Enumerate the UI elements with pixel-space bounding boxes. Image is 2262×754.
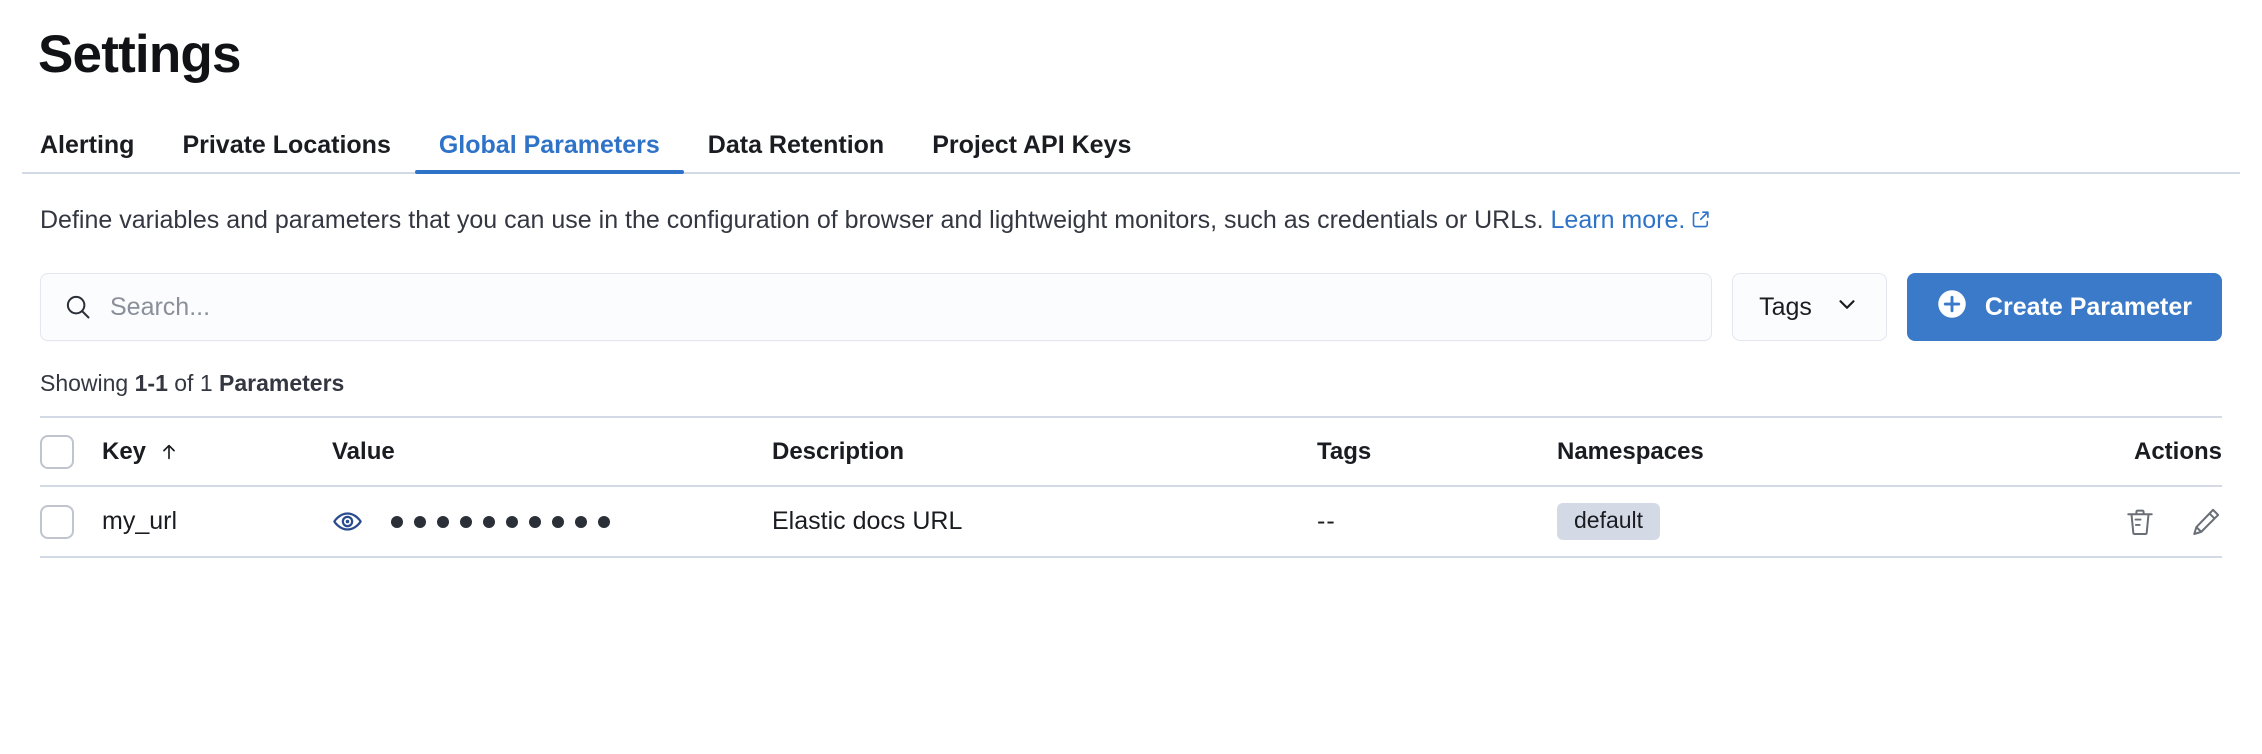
column-header-namespaces[interactable]: Namespaces (1557, 437, 1704, 465)
column-header-actions: Actions (2133, 437, 2222, 465)
tab-project-api-keys[interactable]: Project API Keys (932, 131, 1132, 159)
cell-value (332, 506, 772, 537)
tab-global-parameters[interactable]: Global Parameters (414, 133, 684, 174)
search-box[interactable] (40, 273, 1713, 342)
tab-alerting[interactable]: Alerting (40, 131, 135, 159)
cell-tags-value: -- (1317, 507, 1336, 536)
showing-range: 1-1 (134, 370, 168, 397)
tags-filter-label: Tags (1759, 292, 1812, 321)
page-description: Define variables and parameters that you… (22, 203, 2212, 238)
table-header-row: Key Value Description Tags Namespaces Ac… (40, 416, 2222, 488)
learn-more-link[interactable]: Learn more. (1551, 206, 1686, 234)
settings-tabs: Alerting Private Locations Global Parame… (22, 124, 2240, 174)
cell-key: my_url (102, 507, 178, 536)
chevron-down-icon (1834, 291, 1860, 324)
cell-description: Elastic docs URL (772, 507, 963, 536)
description-text: Define variables and parameters that you… (40, 206, 1551, 234)
results-count: Showing 1-1 of 1 Parameters (22, 370, 2240, 397)
create-parameter-label: Create Parameter (1984, 292, 2192, 321)
plus-circle-icon (1937, 289, 1967, 326)
tab-data-retention[interactable]: Data Retention (707, 131, 885, 159)
showing-entity: Parameters (219, 370, 345, 397)
row-select-cell (40, 504, 102, 539)
column-header-key[interactable]: Key (102, 438, 332, 466)
search-icon (63, 292, 93, 322)
cell-actions (2042, 506, 2222, 538)
row-select-checkbox[interactable] (40, 504, 74, 539)
create-parameter-button[interactable]: Create Parameter (1906, 273, 2222, 342)
masked-value (391, 515, 610, 528)
page-title: Settings (38, 25, 241, 84)
cell-namespaces: default (1557, 503, 2042, 541)
select-all-cell (40, 434, 102, 469)
showing-prefix: Showing (40, 370, 135, 397)
arrow-up-icon (158, 441, 180, 463)
search-input[interactable] (110, 292, 1690, 322)
external-link-icon (1691, 204, 1711, 238)
controls-row: Tags Create Parameter (22, 273, 2240, 342)
parameters-table: Key Value Description Tags Namespaces Ac… (22, 416, 2240, 559)
column-header-tags[interactable]: Tags (1317, 437, 1372, 465)
cell-tags: -- (1317, 507, 1557, 536)
showing-of: of 1 (167, 370, 220, 397)
tab-private-locations[interactable]: Private Locations (182, 131, 391, 159)
column-header-description[interactable]: Description (772, 437, 905, 465)
column-header-key-label: Key (102, 437, 147, 465)
table-row: my_url Elastic docs URL (40, 487, 2222, 559)
namespace-badge: default (1557, 503, 1661, 541)
column-header-value[interactable]: Value (332, 437, 395, 465)
eye-icon[interactable] (332, 506, 363, 537)
trash-icon[interactable] (2124, 506, 2156, 538)
select-all-checkbox[interactable] (40, 434, 74, 469)
learn-more-label: Learn more. (1550, 206, 1686, 234)
pencil-icon[interactable] (2190, 506, 2222, 538)
tags-filter-button[interactable]: Tags (1732, 273, 1887, 342)
